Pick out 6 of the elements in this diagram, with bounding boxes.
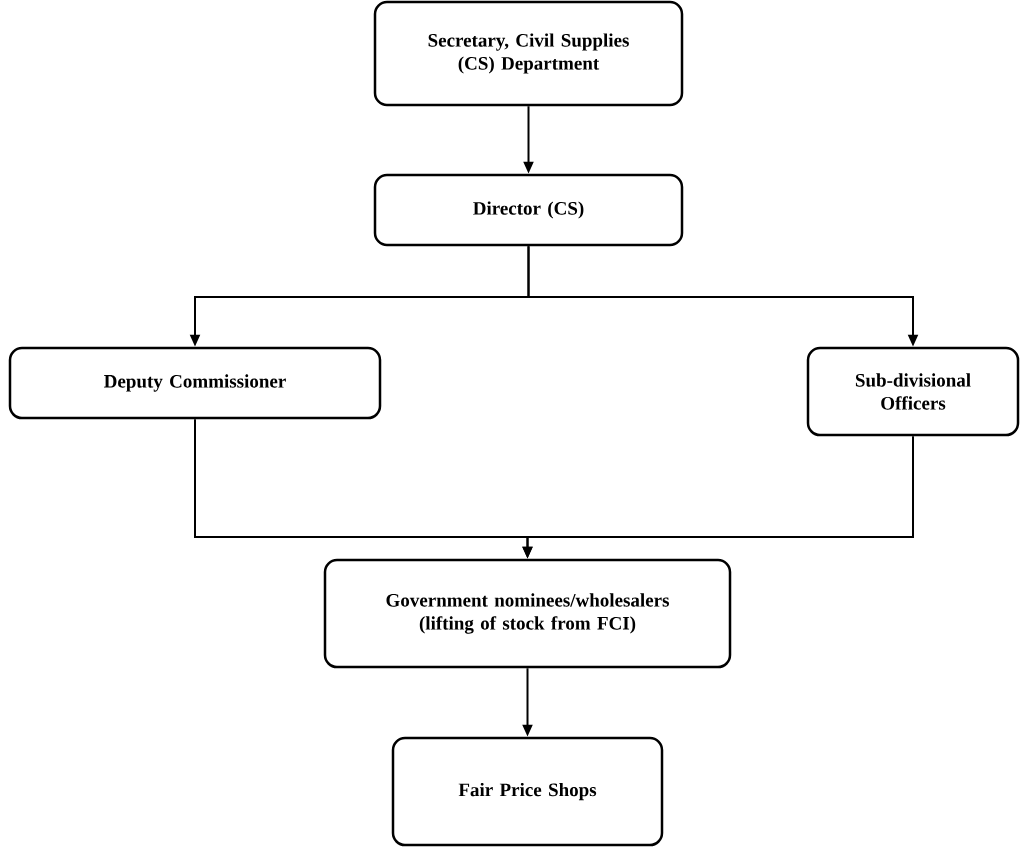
process-box: Fair Price Shops — [391, 736, 664, 847]
process-box: Government nominees/wholesalers (lifting of stock from FCI) — [323, 558, 732, 669]
process-box: Secretary, Civil Supplies (CS) Department — [373, 0, 684, 107]
process-box: Director (CS) — [373, 173, 684, 247]
process-box: Deputy Commissioner — [8, 346, 382, 420]
process-box: Sub-divisional Officers — [806, 346, 1020, 437]
